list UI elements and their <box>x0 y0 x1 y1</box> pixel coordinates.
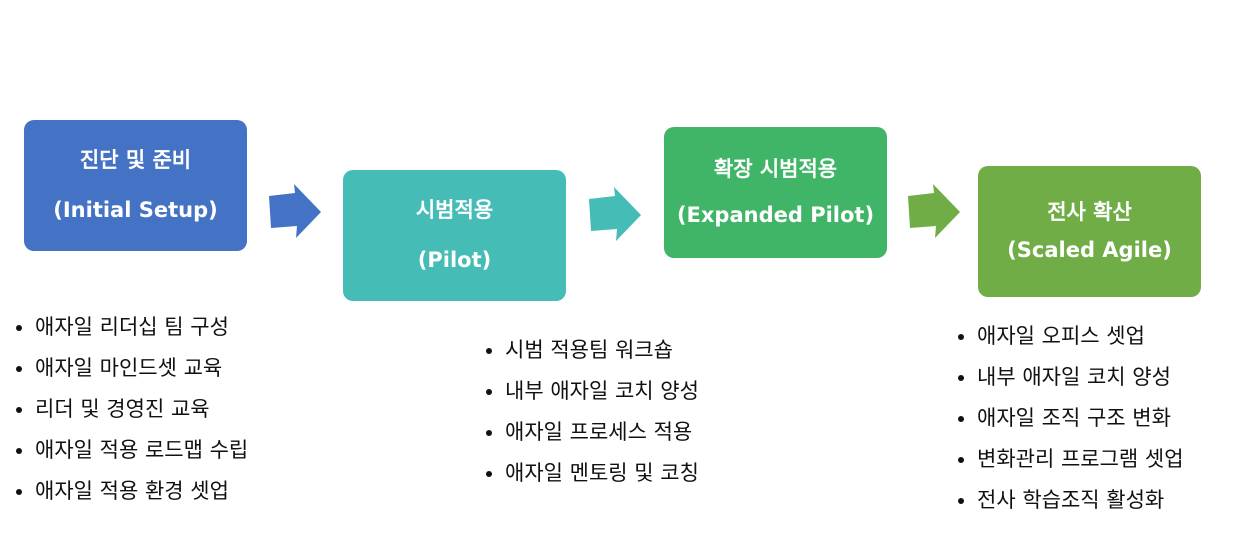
stage-pilot: 시범적용 (Pilot) <box>343 170 566 301</box>
list-item: 애자일 조직 구조 변화 <box>958 403 1184 444</box>
right-arrow-icon <box>589 187 641 241</box>
stage-title: 진단 및 준비 <box>79 147 192 172</box>
arrow-shape <box>908 184 960 238</box>
list-item: 리더 및 경영진 교육 <box>16 394 248 435</box>
arrow-shape <box>269 184 321 238</box>
list-item: 내부 애자일 코치 양성 <box>958 362 1184 403</box>
list-item: 시범 적용팀 워크숍 <box>486 335 699 376</box>
right-arrow-icon <box>908 184 960 238</box>
list-item: 애자일 오피스 셋업 <box>958 321 1184 362</box>
scaled-agile-task-list: 애자일 오피스 셋업 내부 애자일 코치 양성 애자일 조직 구조 변화 변화관… <box>958 321 1184 526</box>
stage-expanded-pilot: 확장 시범적용 (Expanded Pilot) <box>664 127 887 258</box>
stage-title: 전사 확산 <box>1047 200 1132 225</box>
stage-subtitle: (Initial Setup) <box>53 198 218 222</box>
list-item: 변화관리 프로그램 셋업 <box>958 444 1184 485</box>
stage-initial-setup: 진단 및 준비 (Initial Setup) <box>24 120 247 251</box>
list-item: 애자일 프로세스 적용 <box>486 417 699 458</box>
stage-title: 확장 시범적용 <box>713 157 838 182</box>
list-item: 애자일 적용 환경 셋업 <box>16 476 248 517</box>
stage-subtitle: (Expanded Pilot) <box>676 202 875 227</box>
pilot-task-list: 시범 적용팀 워크숍 내부 애자일 코치 양성 애자일 프로세스 적용 애자일 … <box>486 335 699 499</box>
list-item: 내부 애자일 코치 양성 <box>486 376 699 417</box>
arrow-shape <box>589 187 641 241</box>
list-item: 애자일 리더십 팀 구성 <box>16 312 248 353</box>
right-arrow-icon <box>269 184 321 238</box>
list-item: 애자일 적용 로드맵 수립 <box>16 435 248 476</box>
initial-setup-task-list: 애자일 리더십 팀 구성 애자일 마인드셋 교육 리더 및 경영진 교육 애자일… <box>16 312 248 517</box>
list-item: 전사 학습조직 활성화 <box>958 485 1184 526</box>
stage-subtitle: (Pilot) <box>417 248 492 272</box>
stage-title: 시범적용 <box>415 197 494 222</box>
stage-scaled-agile: 전사 확산 (Scaled Agile) <box>978 166 1201 297</box>
list-item: 애자일 마인드셋 교육 <box>16 353 248 394</box>
list-item: 애자일 멘토링 및 코칭 <box>486 458 699 499</box>
stage-subtitle: (Scaled Agile) <box>1007 237 1172 262</box>
